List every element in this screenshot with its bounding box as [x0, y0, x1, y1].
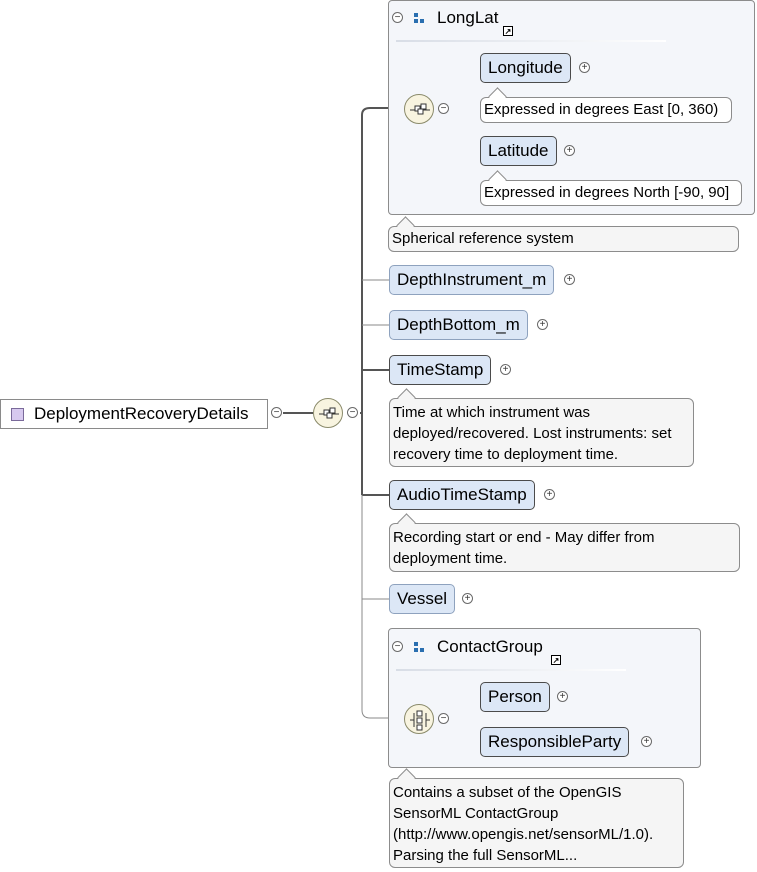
element-longitude[interactable]: Longitude	[480, 53, 571, 83]
minus-circle-icon[interactable]: −	[271, 407, 282, 418]
contactgroup-doc: Contains a subset of the OpenGIS SensorM…	[389, 768, 684, 868]
longlat-doc: Spherical reference system	[388, 216, 739, 252]
latitude-doc: Expressed in degrees North [-90, 90]	[480, 170, 742, 206]
minus-circle-icon[interactable]: −	[392, 641, 403, 652]
link-arrow-icon[interactable]: ↗	[503, 26, 513, 36]
root-element-label: DeploymentRecoveryDetails	[34, 404, 249, 423]
plus-circle-icon[interactable]: +	[544, 489, 555, 500]
minus-circle-icon[interactable]: −	[347, 407, 358, 418]
sequence-compositor-icon[interactable]	[404, 94, 434, 124]
longitude-doc: Expressed in degrees East [0, 360)	[480, 87, 732, 123]
group-separator	[396, 40, 666, 42]
plus-circle-icon[interactable]: +	[564, 274, 575, 285]
minus-circle-icon[interactable]: −	[438, 103, 449, 114]
complex-type-icon	[11, 407, 24, 421]
plus-circle-icon[interactable]: +	[500, 364, 511, 375]
element-depth-instrument[interactable]: DepthInstrument_m	[389, 265, 555, 295]
plus-circle-icon[interactable]: +	[537, 319, 548, 330]
minus-circle-icon[interactable]: −	[438, 713, 449, 724]
plus-circle-icon[interactable]: +	[462, 593, 473, 604]
group-separator	[396, 669, 626, 671]
element-depth-bottom[interactable]: DepthBottom_m	[389, 310, 528, 340]
group-icon	[414, 641, 425, 653]
link-arrow-icon[interactable]: ↗	[551, 655, 561, 665]
root-element[interactable]: DeploymentRecoveryDetails	[0, 399, 268, 429]
audio-timestamp-doc: Recording start or end - May differ from…	[389, 513, 740, 572]
element-timestamp[interactable]: TimeStamp	[389, 355, 492, 385]
plus-circle-icon[interactable]: +	[579, 62, 590, 73]
group-icon	[414, 12, 425, 24]
element-vessel[interactable]: Vessel	[389, 584, 456, 614]
minus-circle-icon[interactable]: −	[392, 12, 403, 23]
longlat-group-title[interactable]: LongLat	[414, 7, 498, 29]
sequence-compositor-icon[interactable]	[313, 398, 343, 428]
element-responsible-party[interactable]: ResponsibleParty	[480, 727, 630, 757]
timestamp-doc: Time at which instrument was deployed/re…	[389, 388, 694, 467]
contactgroup-title[interactable]: ContactGroup	[414, 636, 543, 658]
element-person[interactable]: Person	[480, 682, 550, 712]
plus-circle-icon[interactable]: +	[564, 145, 575, 156]
element-audio-timestamp[interactable]: AudioTimeStamp	[389, 480, 535, 510]
plus-circle-icon[interactable]: +	[641, 736, 652, 747]
plus-circle-icon[interactable]: +	[557, 691, 568, 702]
element-latitude[interactable]: Latitude	[480, 136, 557, 166]
choice-compositor-icon[interactable]	[404, 704, 434, 734]
